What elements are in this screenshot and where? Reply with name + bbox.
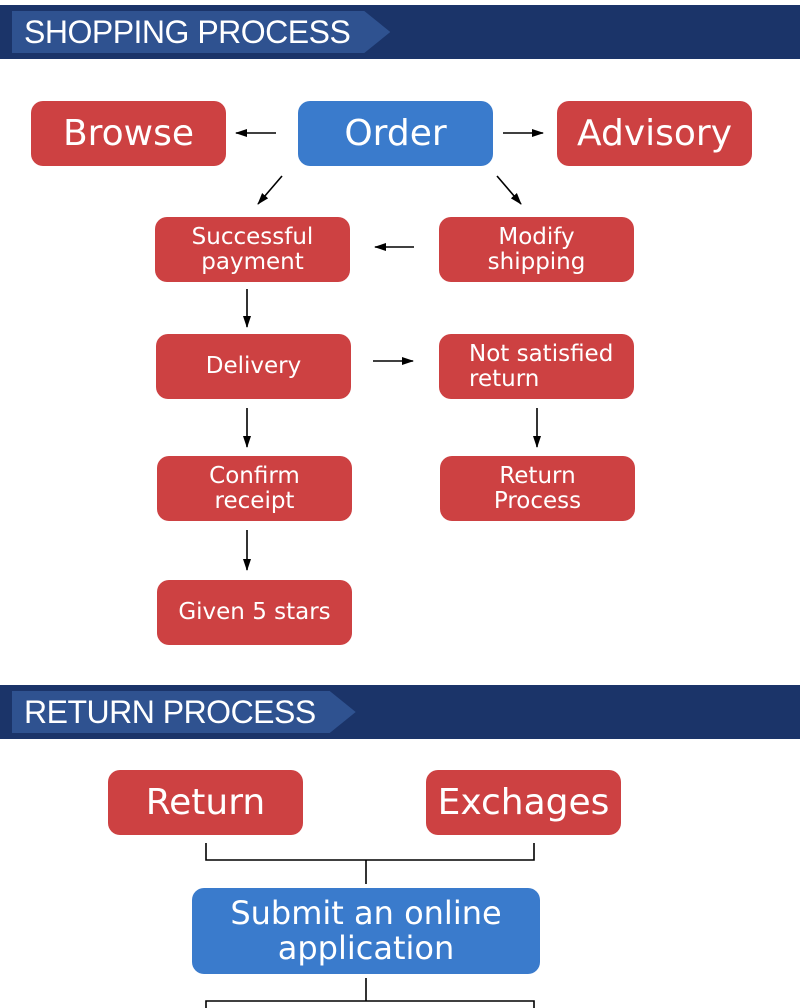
arrow-order-to-payment (257, 175, 283, 205)
exchanges-box: Exchages (426, 770, 621, 835)
return-process-header: RETURN PROCESS (0, 685, 800, 739)
arrow-order-to-modify (496, 175, 522, 205)
bracket-bottom (205, 1000, 535, 1008)
shopping-process-title: SHOPPING PROCESS (12, 11, 390, 53)
bracket-return-exchanges (205, 843, 535, 861)
delivery-box: Delivery (156, 334, 351, 399)
modify-shipping-box: Modify shipping (439, 217, 634, 282)
return-box: Return (108, 770, 303, 835)
order-box: Order (298, 101, 493, 166)
return-process-title: RETURN PROCESS (12, 691, 356, 733)
not-satisfied-return-box: Not satisfied return (439, 334, 634, 399)
given-5-stars-box: Given 5 stars (157, 580, 352, 645)
advisory-box: Advisory (557, 101, 752, 166)
confirm-receipt-box: Confirm receipt (157, 456, 352, 521)
browse-box: Browse (31, 101, 226, 166)
successful-payment-box: Successful payment (155, 217, 350, 282)
return-process-box: Return Process (440, 456, 635, 521)
shopping-process-header: SHOPPING PROCESS (0, 5, 800, 59)
submit-application-box: Submit an online application (192, 888, 540, 974)
